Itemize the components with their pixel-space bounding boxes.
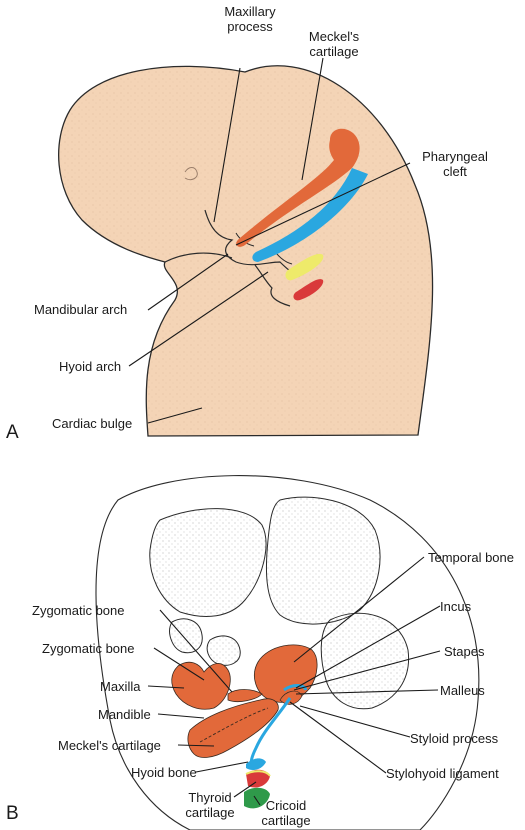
label-mandibular-arch: Mandibular arch <box>34 302 128 317</box>
cricoid-cartilage-shape <box>244 787 270 809</box>
label-cricoid-cartilage: Cricoid cartilage <box>246 798 326 828</box>
parietal-bone-left <box>149 508 267 617</box>
third-arch-cartilage-shape <box>285 253 324 281</box>
label-malleus: Malleus <box>440 683 485 698</box>
mandible-shape <box>187 698 279 758</box>
label-pharyngeal-cleft: Pharyngeal cleft <box>410 149 500 179</box>
embryo-body <box>58 65 434 437</box>
frontal-fragments <box>169 618 241 666</box>
panel-label-a: A <box>6 422 19 443</box>
hyoid-arch-cartilage-shape <box>252 168 368 262</box>
meckel-cartilage-shape <box>236 128 360 247</box>
label-thyroid-cartilage-line1: Thyroid <box>188 790 232 805</box>
label-thyroid-cartilage: Thyroid cartilage <box>170 790 250 820</box>
thyroid-cartilage-shape <box>245 769 271 788</box>
label-maxillary-process-line1: Maxillary <box>224 4 276 19</box>
label-maxilla: Maxilla <box>100 679 141 694</box>
label-pharyngeal-cleft-line2: cleft <box>443 164 467 179</box>
leader-lines-b <box>147 556 441 806</box>
label-stylohyoid-ligament: Stylohyoid ligament <box>386 766 499 781</box>
label-pharyngeal-cleft-line1: Pharyngeal <box>422 149 488 164</box>
label-maxillary-process: Maxillary process <box>210 4 290 34</box>
zygomatic-bone-shape <box>227 689 263 702</box>
label-zygomatic-bone-1: Zygomatic bone <box>32 603 125 618</box>
fourth-arch-cartilage-shape <box>293 279 324 301</box>
label-incus: Incus <box>440 599 472 614</box>
label-mandible: Mandible <box>98 707 151 722</box>
label-cricoid-cartilage-line1: Cricoid <box>265 798 307 813</box>
label-meckels-cartilage-a: Meckel's cartilage <box>294 29 374 59</box>
label-meckels-cartilage-b: Meckel's cartilage <box>58 738 161 753</box>
label-hyoid-bone: Hyoid bone <box>131 765 197 780</box>
label-maxillary-process-line2: process <box>227 19 273 34</box>
styloid-hyoid-shape <box>246 697 292 770</box>
label-meckels-cartilage-a-line2: cartilage <box>309 44 359 59</box>
parietal-bone-right <box>265 496 381 625</box>
label-meckels-cartilage-a-line1: Meckel's <box>308 29 360 44</box>
panel-label-b: B <box>6 803 19 824</box>
label-thyroid-cartilage-line2: cartilage <box>185 805 235 820</box>
label-cardiac-bulge: Cardiac bulge <box>52 416 133 431</box>
label-cricoid-cartilage-line2: cartilage <box>261 813 311 828</box>
label-zygomatic-bone-2: Zygomatic bone <box>42 641 135 656</box>
leader-lines-a <box>128 57 411 424</box>
label-hyoid-arch: Hyoid arch <box>59 359 122 374</box>
label-temporal-bone: Temporal bone <box>428 550 514 565</box>
occipital-bone <box>320 612 410 710</box>
label-stapes: Stapes <box>444 644 485 659</box>
label-styloid-process: Styloid process <box>410 731 499 746</box>
